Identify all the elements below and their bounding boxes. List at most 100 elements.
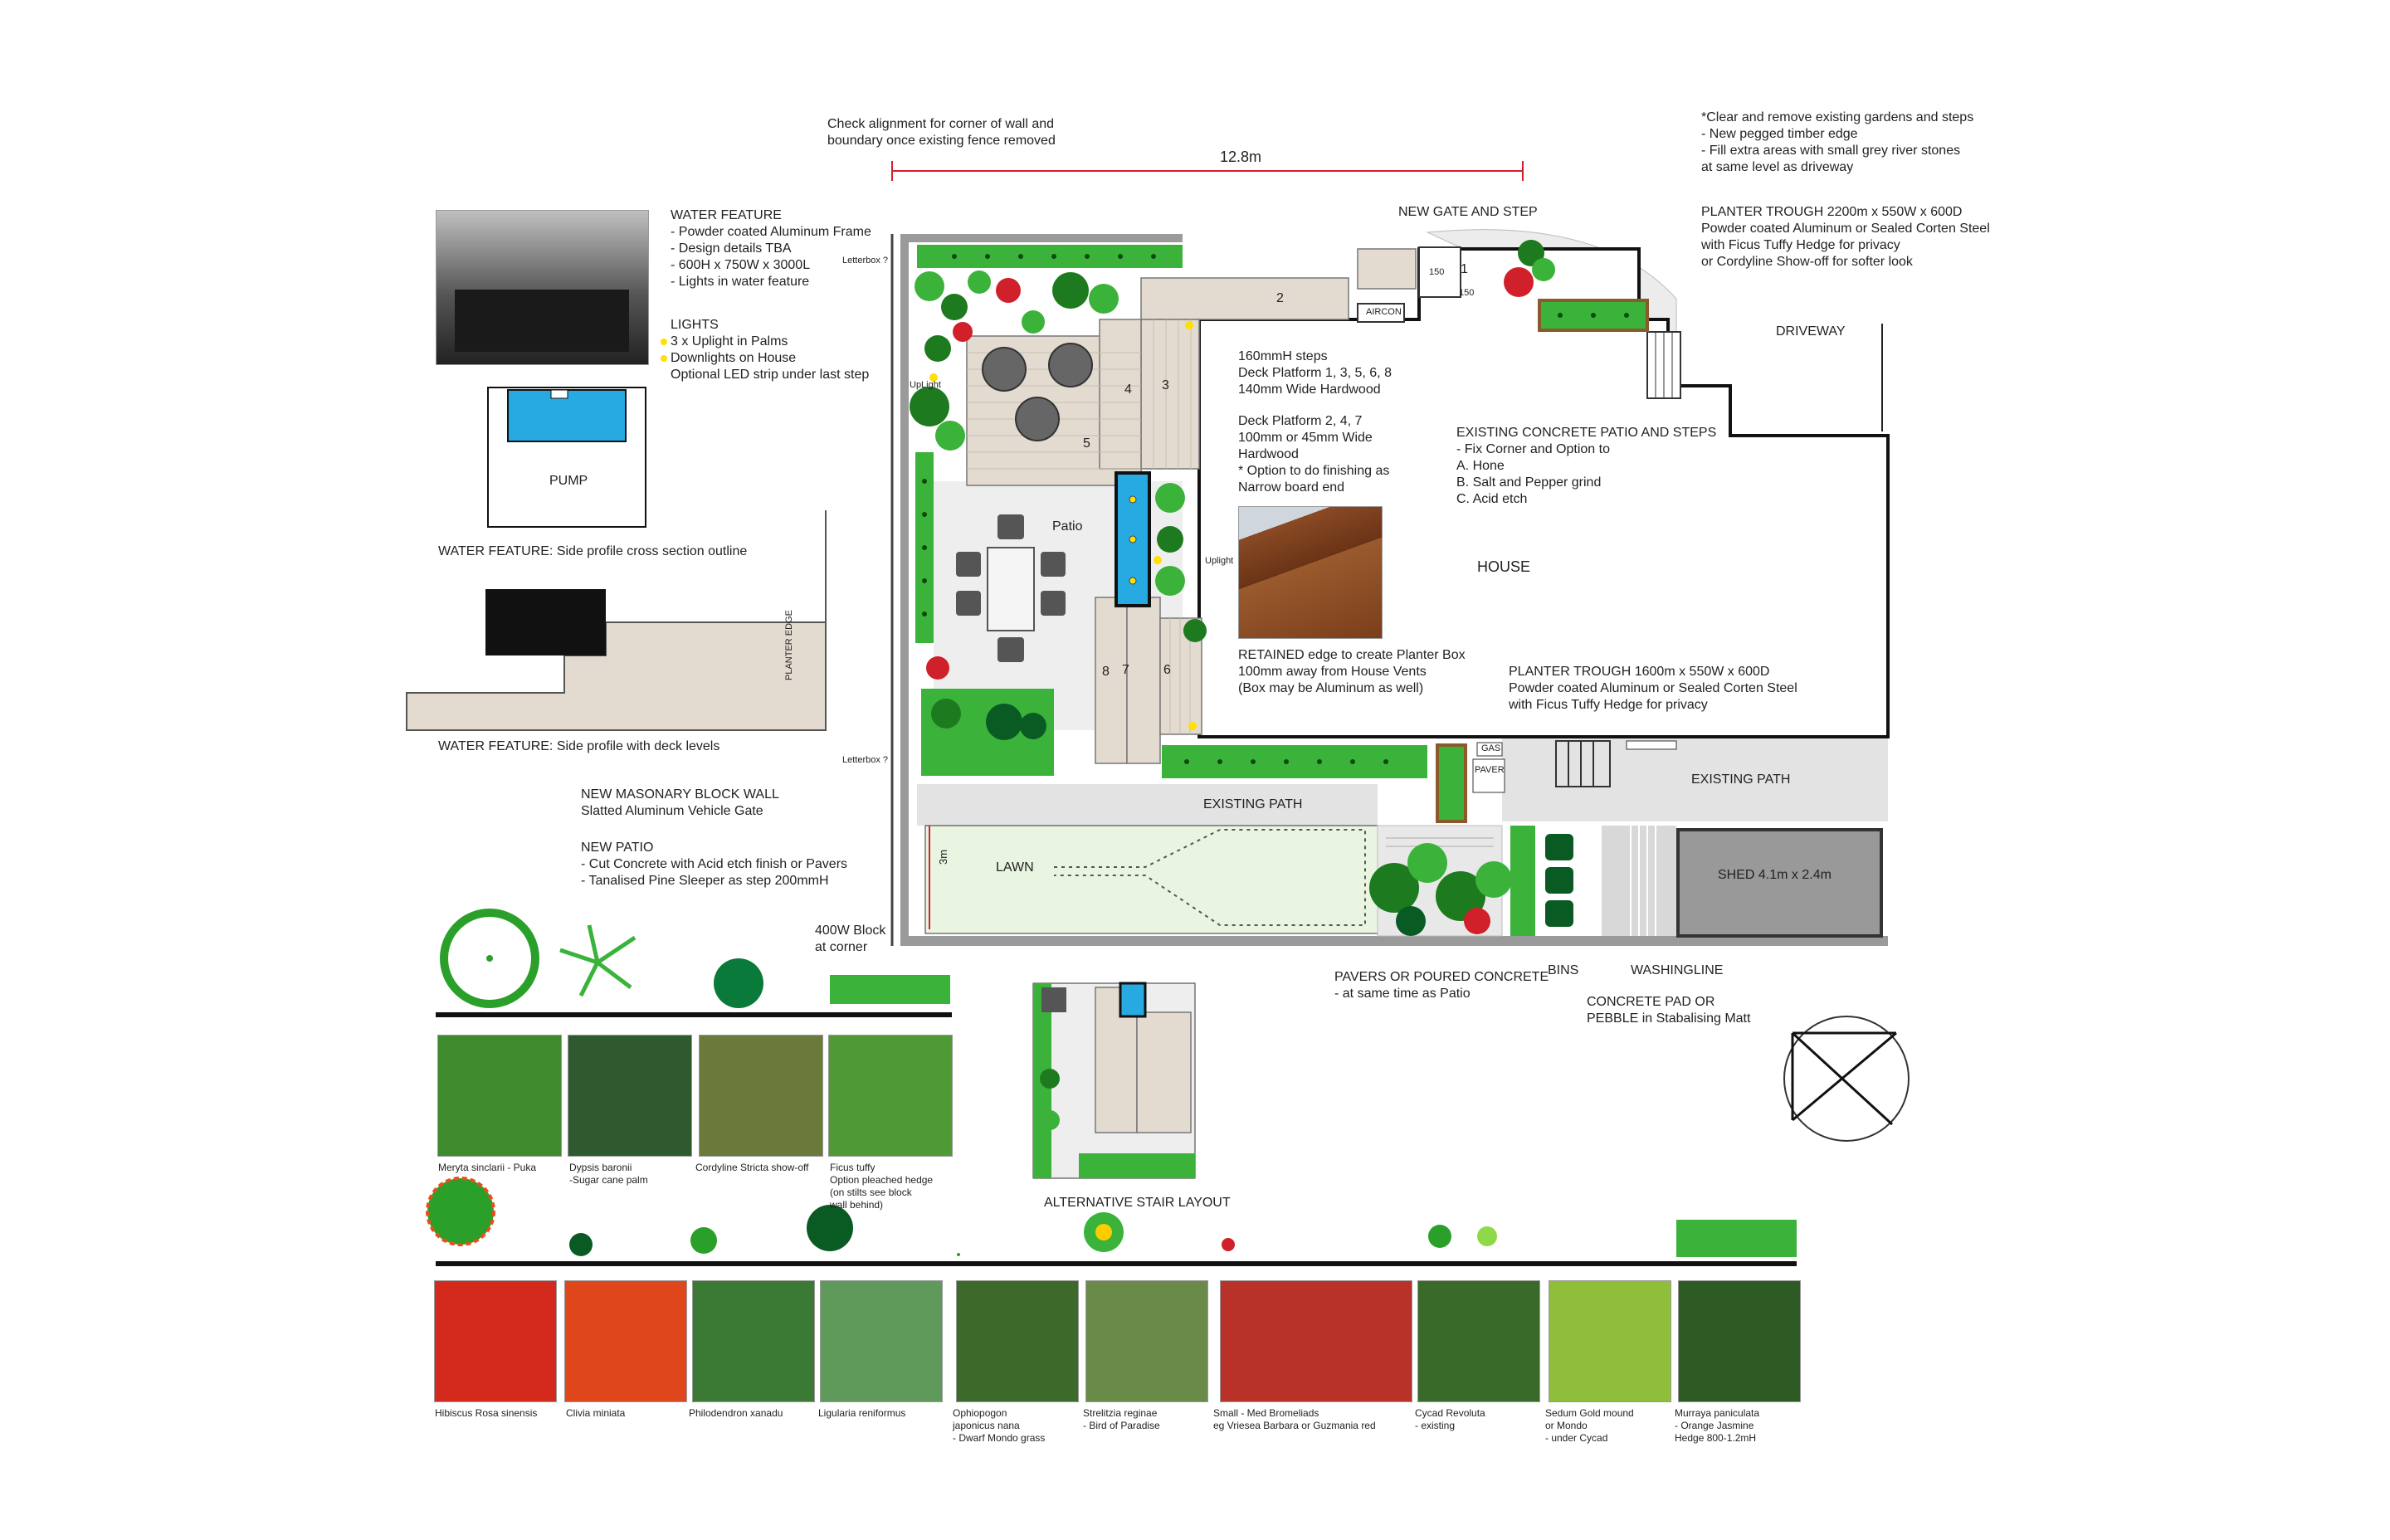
uplight-label-a: Uplight [1205, 556, 1234, 566]
pavers-note: PAVERS OR POURED CONCRETE - at same time… [1334, 970, 1549, 1001]
block-corner-note: 400W Block at corner [815, 924, 886, 954]
patio-label: Patio [1052, 519, 1083, 534]
plant-caption: Cordyline Stricta show-off [695, 1162, 809, 1173]
north-arrow [1783, 1016, 1910, 1142]
plant-photo [564, 1280, 687, 1402]
deck-number-2: 2 [1276, 291, 1284, 305]
plant-caption: Clivia miniata [566, 1407, 626, 1419]
plant-caption: Hibiscus Rosa sinensis [435, 1407, 538, 1419]
planter-edge-label: PLANTER EDGE [784, 610, 794, 680]
house-ledge [1626, 740, 1677, 750]
hedge-bottom [1162, 745, 1427, 778]
plant-caption: Ligularia reniformus [818, 1407, 906, 1419]
plant-caption: Small - Med Bromeliads eg Vriesea Barbar… [1213, 1407, 1376, 1431]
hedge-top [917, 245, 1183, 268]
aircon-unit [1357, 303, 1405, 323]
legend-symbols-row2 [426, 1177, 1797, 1257]
water-lights [1129, 495, 1137, 585]
existing-path-right-label: EXISTING PATH [1691, 772, 1791, 787]
alt-stair-inset [1032, 982, 1196, 1179]
planter-trough-top-note: PLANTER TROUGH 2200m x 550W x 600D Powde… [1701, 205, 1990, 269]
dimension-label: 12.8m [1220, 149, 1262, 165]
lights-list: 3 x Uplight in Palms Downlights on House… [661, 334, 869, 383]
lights-item: 3 x Uplight in Palms [661, 334, 869, 350]
letterbox-top-label: Letterbox ? [842, 256, 889, 266]
deck-number-7: 7 [1122, 663, 1129, 677]
wf-section [487, 387, 646, 528]
light-bullet-icon [661, 355, 667, 362]
lights-title: LIGHTS [671, 318, 719, 332]
paver-box [1472, 758, 1505, 793]
plant-caption: Ophiopogon japonicus nana - Dwarf Mondo … [953, 1407, 1046, 1444]
house-rear-steps [1555, 740, 1611, 787]
water-feature-photo [436, 210, 649, 365]
deck-note: Deck Platform 2, 4, 7 100mm or 45mm Wide… [1238, 414, 1390, 495]
existing-path-left [917, 784, 1378, 826]
plant-photo [956, 1280, 1079, 1402]
planter-trough-mid-note: PLANTER TROUGH 1600m x 550W x 600D Powde… [1509, 665, 1797, 712]
bins-label: BINS [1548, 963, 1579, 977]
wf-profile-caption: WATER FEATURE: Side profile with deck le… [438, 739, 720, 753]
aircon-label: AIRCON [1366, 307, 1402, 317]
plant-photo [434, 1280, 557, 1402]
alignment-note: Check alignment for corner of wall and b… [827, 117, 1056, 148]
step-150-a: 150 [1429, 267, 1445, 277]
boundary-wall-top [900, 234, 1183, 242]
uplight-markers [929, 321, 1197, 730]
existing-patio-note: EXISTING CONCRETE PATIO AND STEPS - Fix … [1456, 426, 1717, 506]
clear-remove-note: *Clear and remove existing gardens and s… [1701, 110, 1974, 174]
lawn-dim-label: 3m [937, 849, 950, 865]
existing-path-right [1502, 738, 1888, 821]
pump-label: PUMP [549, 474, 588, 488]
gas-box [1476, 742, 1503, 757]
planter-trough-mid [1436, 743, 1467, 823]
deck-number-1: 1 [1461, 262, 1468, 276]
deck-number-8: 8 [1102, 665, 1110, 679]
driveway-label: DRIVEWAY [1776, 324, 1846, 339]
shed [1676, 828, 1883, 938]
plant-caption: Cycad Revoluta - existing [1415, 1407, 1485, 1431]
plant-caption: Ficus tuffy Option pleached hedge (on st… [830, 1162, 934, 1211]
new-gate-label: NEW GATE AND STEP [1398, 205, 1538, 219]
plant-photo [1220, 1280, 1412, 1402]
plant-caption: Murraya paniculata - Orange Jasmine Hedg… [1675, 1407, 1760, 1444]
paver-grid [1386, 837, 1494, 847]
boundary-wall-left [900, 234, 909, 939]
letterbox-bottom-label: Letterbox ? [842, 755, 889, 765]
new-patio-note: NEW PATIO - Cut Concrete with Acid etch … [581, 841, 848, 888]
plant-photo [1417, 1280, 1540, 1402]
plant-photo [1549, 1280, 1671, 1402]
gas-label: GAS [1481, 743, 1501, 753]
wf-section-caption: WATER FEATURE: Side profile cross sectio… [438, 544, 748, 558]
lawn-path [1054, 829, 1366, 926]
plant-photo [699, 1035, 823, 1157]
water-feature-box [455, 290, 629, 352]
deck-number-5: 5 [1083, 436, 1090, 451]
plant-photo [1678, 1280, 1801, 1402]
plant-photo [437, 1035, 562, 1157]
water-feature-note: WATER FEATURE - Powder coated Aluminum F… [671, 208, 871, 289]
plant-photo [1085, 1280, 1208, 1402]
plant-caption: Meryta sinclarii - Puka [438, 1162, 537, 1173]
dimension-line [891, 161, 1524, 181]
legend-symbols-row1 [440, 909, 950, 1008]
plant-photo [828, 1035, 953, 1157]
alt-stair-caption: ALTERNATIVE STAIR LAYOUT [1044, 1196, 1231, 1210]
paver-label: PAVER [1475, 765, 1505, 775]
plant-photo [820, 1280, 943, 1402]
hedge-dots [922, 254, 1629, 764]
deck-number-6: 6 [1163, 663, 1171, 677]
round-seats [982, 343, 1093, 441]
chairs [956, 514, 1066, 662]
concrete-pad-note: CONCRETE PAD OR PEBBLE in Stabalising Ma… [1587, 995, 1751, 1026]
house-label: HOUSE [1477, 558, 1531, 575]
existing-path-left-label: EXISTING PATH [1203, 797, 1303, 811]
plant-caption: Dypsis baronii -Sugar cane palm [569, 1162, 648, 1186]
step-150-b: 150 [1459, 288, 1475, 298]
legend-divider-1 [436, 1012, 952, 1017]
plant-caption: Sedum Gold mound or Mondo - under Cycad [1545, 1407, 1634, 1444]
dining-table [987, 547, 1035, 631]
shed-label: SHED 4.1m x 2.4m [1718, 868, 1832, 882]
masonry-wall-note: NEW MASONARY BLOCK WALL Slatted Aluminum… [581, 787, 779, 818]
